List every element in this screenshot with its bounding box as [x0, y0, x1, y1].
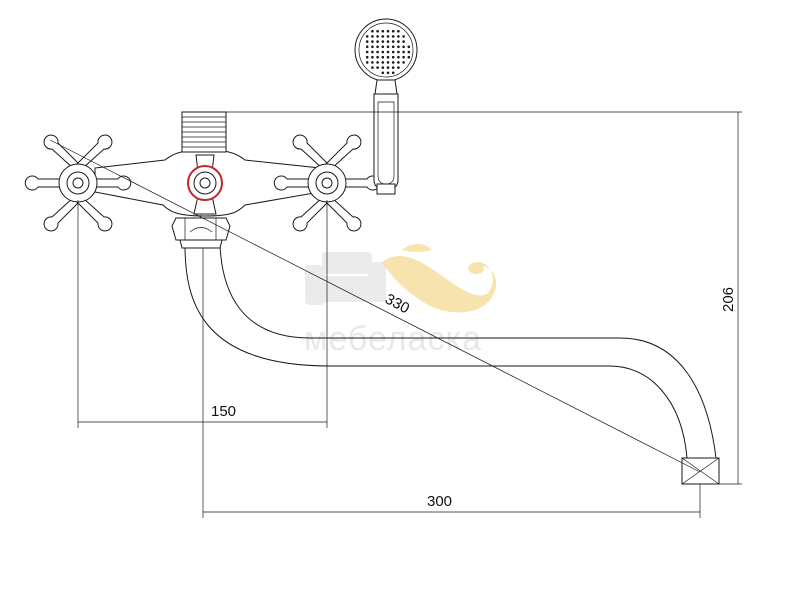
- shower-hole: [376, 29, 379, 33]
- shower-hole: [397, 66, 400, 69]
- shower-hole: [391, 35, 395, 38]
- shower-hole: [381, 61, 385, 64]
- dimension-label-330: 330: [382, 291, 412, 318]
- shower-hole: [402, 61, 405, 64]
- shower-head-holes: [365, 29, 411, 75]
- shower-hole: [391, 55, 395, 59]
- shower-hole: [365, 61, 369, 64]
- shower-hole: [407, 55, 411, 59]
- watermark-lamp-logo: [382, 244, 497, 313]
- left-cross-handle: [24, 134, 132, 232]
- dimension-label-206: 206: [720, 287, 737, 312]
- shower-hole: [402, 40, 405, 43]
- shower-hole: [371, 55, 374, 59]
- shower-hole: [386, 55, 390, 59]
- shower-hole: [365, 55, 369, 59]
- shower-hole: [371, 29, 374, 33]
- shower-hole: [371, 50, 374, 54]
- shower-hole: [402, 50, 405, 54]
- shower-hole: [402, 45, 405, 49]
- watermark-sofa-icon: [305, 252, 386, 305]
- dimension-label-150: 150: [211, 403, 236, 420]
- shower-hole: [376, 40, 379, 43]
- dimension-label-300: 300: [427, 493, 452, 510]
- spout: [184, 244, 720, 485]
- shower-hole: [397, 50, 400, 54]
- shower-hole: [397, 40, 400, 43]
- shower-handle: [373, 93, 399, 191]
- diverter: [187, 154, 223, 215]
- dimension-line-330: [49, 139, 701, 473]
- shower-outlet-thread: [181, 111, 227, 153]
- shower-hole: [365, 45, 369, 49]
- watermark: мебеласка: [304, 244, 497, 358]
- shower-head: [354, 18, 418, 82]
- shower-hole: [407, 45, 411, 49]
- shower-hole: [381, 35, 385, 38]
- watermark-text: мебеласка: [304, 320, 482, 358]
- shower-hole: [386, 50, 390, 54]
- shower-hole: [397, 35, 400, 38]
- shower-hole: [381, 50, 385, 54]
- shower-hole: [381, 29, 385, 33]
- shower-hole: [391, 29, 395, 33]
- hand-shower: [354, 18, 418, 195]
- shower-hole: [386, 66, 390, 69]
- shower-hole: [386, 35, 390, 38]
- shower-hole: [402, 35, 405, 38]
- shower-hole: [365, 35, 369, 38]
- shower-hole: [365, 50, 369, 54]
- shower-hole: [371, 66, 374, 69]
- shower-hole: [371, 40, 374, 43]
- shower-hole: [381, 40, 385, 43]
- shower-hole: [386, 29, 390, 33]
- shower-hole: [397, 61, 400, 64]
- shower-hole: [397, 55, 400, 59]
- spout-nut: [171, 217, 231, 249]
- shower-hole: [391, 66, 395, 69]
- shower-hole: [397, 29, 400, 33]
- shower-hole: [376, 66, 379, 69]
- shower-hole: [402, 55, 405, 59]
- shower-hole: [407, 50, 411, 54]
- shower-hole: [397, 45, 400, 49]
- shower-hole: [386, 61, 390, 64]
- shower-hole: [376, 61, 379, 64]
- shower-hole: [391, 45, 395, 49]
- shower-hole: [386, 71, 390, 75]
- shower-hole: [376, 55, 379, 59]
- right-cross-handle: [273, 134, 381, 232]
- shower-hole: [381, 71, 385, 75]
- dimension-lines: [49, 111, 742, 518]
- shower-hole: [376, 45, 379, 49]
- shower-hole: [391, 40, 395, 43]
- shower-hole: [376, 50, 379, 54]
- shower-hole: [391, 50, 395, 54]
- aerator: [681, 457, 720, 485]
- shower-hole: [371, 45, 374, 49]
- shower-hole: [376, 35, 379, 38]
- shower-hole: [386, 40, 390, 43]
- shower-hole: [386, 45, 390, 49]
- shower-hole: [371, 35, 374, 38]
- shower-hole: [365, 40, 369, 43]
- shower-hole: [381, 45, 385, 49]
- shower-hole: [391, 71, 395, 75]
- shower-hole: [381, 55, 385, 59]
- shower-hole: [371, 61, 374, 64]
- shower-hole: [381, 66, 385, 69]
- shower-hole: [391, 61, 395, 64]
